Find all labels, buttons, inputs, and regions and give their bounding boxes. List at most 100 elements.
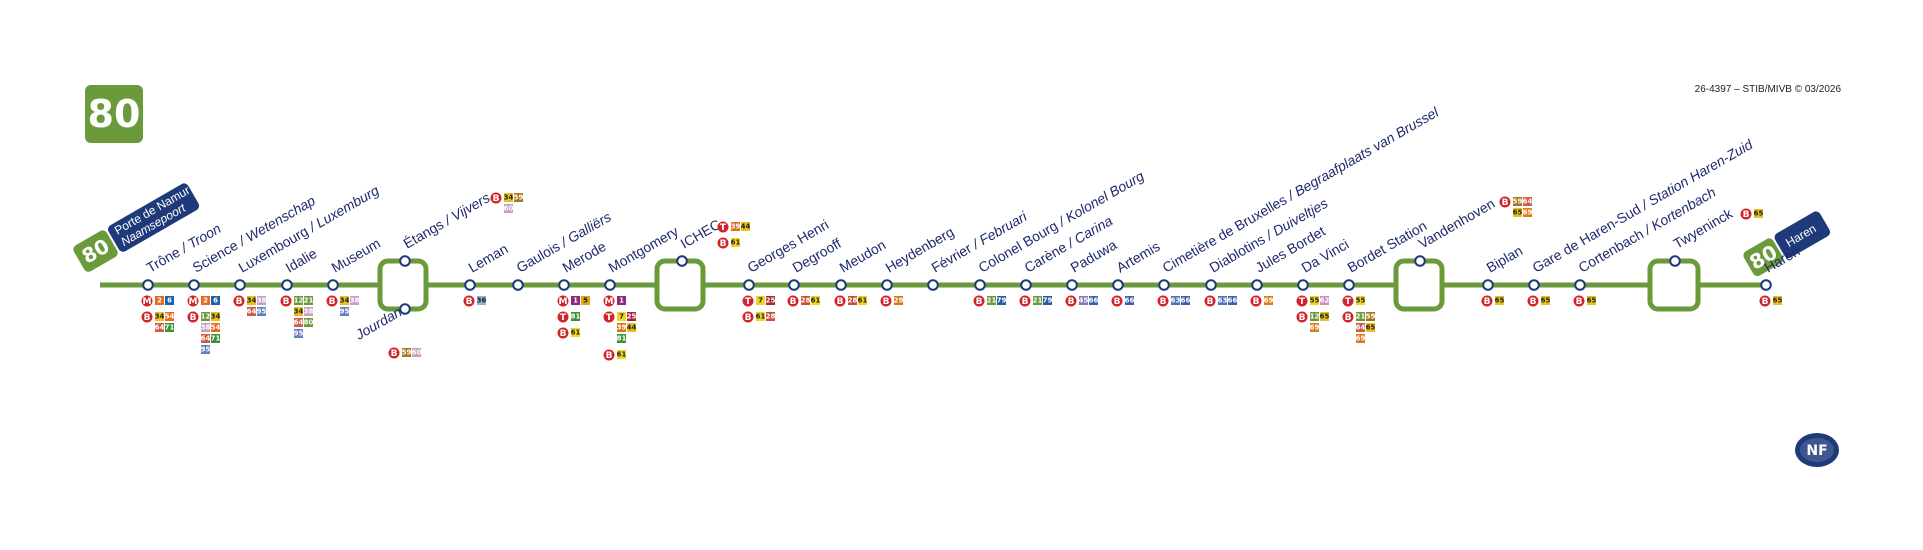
line-chip-7	[617, 312, 626, 321]
mode-M-marker	[557, 295, 569, 307]
stop-dot-luxembourg[interactable]	[234, 279, 246, 291]
mode-T-label: T	[1299, 297, 1306, 307]
line-chip-61	[756, 312, 765, 321]
stop-dot-twyeninck[interactable]	[1669, 255, 1681, 267]
mode-B-marker	[1111, 295, 1123, 307]
mode-B-marker	[326, 295, 338, 307]
stop-dot-harensud[interactable]	[1528, 279, 1540, 291]
line-chip-21	[1033, 296, 1042, 305]
line-chip-label: 95	[257, 308, 267, 316]
line-chip-34	[294, 307, 303, 316]
stop-dot-fevrier[interactable]	[927, 279, 939, 291]
stop-dot-cimetiere[interactable]	[1158, 279, 1170, 291]
line-chip-61	[731, 238, 740, 247]
stop-dot-julesbordet[interactable]	[1251, 279, 1263, 291]
line-chip-34	[247, 296, 256, 305]
line-chip-65	[1587, 296, 1596, 305]
stop-dot-trone[interactable]	[142, 279, 154, 291]
line-chip-1	[617, 296, 626, 305]
line-chip-64	[201, 334, 210, 343]
mode-B-label: B	[720, 239, 727, 249]
stop-dot-museum[interactable]	[327, 279, 339, 291]
stop-dot-haren[interactable]	[1760, 279, 1772, 291]
stop-dot-georgeshenri[interactable]	[743, 279, 755, 291]
stop-dot-leman[interactable]	[464, 279, 476, 291]
line-chip-label: 64	[1356, 324, 1366, 332]
line-chip-label: 65	[1773, 297, 1783, 305]
stop-dot-artemis[interactable]	[1112, 279, 1124, 291]
line-chip-61	[858, 296, 867, 305]
stop-name-museum: Museum	[329, 235, 383, 276]
line-chip-label: 69	[1356, 335, 1366, 343]
line-chip-65	[1495, 296, 1504, 305]
line-chip-label: 38	[257, 297, 267, 305]
stop-dot-idalie[interactable]	[281, 279, 293, 291]
mode-T-marker	[1342, 295, 1354, 307]
stop-dot-davinci[interactable]	[1297, 279, 1309, 291]
line-chip-label: 6	[167, 297, 172, 305]
line-chip-2	[155, 296, 164, 305]
mode-B-marker	[603, 349, 615, 361]
line-chip-label: 44	[627, 324, 637, 332]
line-number-badge: 80	[85, 85, 143, 143]
stop-dot-gaulois[interactable]	[512, 279, 524, 291]
stop-dot-colonelbourg[interactable]	[974, 279, 986, 291]
line-chip-95	[257, 307, 266, 316]
mode-B-marker	[1157, 295, 1169, 307]
line-chip-label: 59	[1513, 198, 1523, 206]
terminus-end-number-box	[1743, 238, 1784, 277]
line-chip-label: 64	[247, 308, 257, 316]
stop-dot-montgomery[interactable]	[604, 279, 616, 291]
line-chip-65	[1513, 208, 1522, 217]
stop-dot-diablotins[interactable]	[1205, 279, 1217, 291]
stop-dot-ichec[interactable]	[676, 255, 688, 267]
stop-dot-biplan[interactable]	[1482, 279, 1494, 291]
mode-B-marker	[880, 295, 892, 307]
stop-dot-cortenbach[interactable]	[1574, 279, 1586, 291]
mode-B-marker	[717, 237, 729, 249]
stop-dot-heydenberg[interactable]	[881, 279, 893, 291]
mode-B-label: B	[1207, 297, 1214, 307]
mode-T-marker	[717, 221, 729, 233]
stop-dot-degrooff[interactable]	[788, 279, 800, 291]
line-chip-66	[1125, 296, 1134, 305]
line-chip-59	[1366, 312, 1375, 321]
line-chip-1	[571, 296, 580, 305]
line-chip-label: 95	[201, 346, 211, 354]
line-chip-55	[1356, 296, 1365, 305]
mode-B-label: B	[1345, 313, 1352, 323]
line-chip-label: 55	[1356, 297, 1366, 305]
mode-B-label: B	[1022, 297, 1029, 307]
stop-dot-bordetstation[interactable]	[1343, 279, 1355, 291]
line-chip-label: 59	[514, 194, 524, 202]
line-chip-69	[1356, 334, 1365, 343]
mode-B-label: B	[1502, 198, 1509, 208]
stop-dot-paduwa[interactable]	[1066, 279, 1078, 291]
line-chip-label: 29	[894, 297, 904, 305]
mode-B-marker	[787, 295, 799, 307]
nf-logo-text: NF	[1806, 443, 1827, 459]
stop-dot-vandenhoven[interactable]	[1414, 255, 1426, 267]
line-chip-label: 59	[402, 349, 412, 357]
mode-B-label: B	[493, 194, 500, 204]
mode-T-marker	[603, 311, 615, 323]
line-chip-label: 7	[619, 313, 624, 321]
mode-B-label: B	[1743, 210, 1750, 220]
stop-dot-science[interactable]	[188, 279, 200, 291]
line-chip-label: 63	[1218, 297, 1228, 305]
mode-M-marker	[603, 295, 615, 307]
line-chip-25	[766, 296, 775, 305]
stop-dot-carene[interactable]	[1020, 279, 1032, 291]
line-chip-79	[997, 296, 1006, 305]
stop-dot-etangs[interactable]	[399, 255, 411, 267]
line-chip-79	[1043, 296, 1052, 305]
line-chip-66	[1089, 296, 1098, 305]
line-chip-69	[1523, 208, 1532, 217]
line-chip-21	[987, 296, 996, 305]
line-chip-label: 79	[997, 297, 1007, 305]
stop-dot-meudon[interactable]	[835, 279, 847, 291]
stop-dot-jourdan[interactable]	[399, 303, 411, 315]
stop-dot-merode[interactable]	[558, 279, 570, 291]
line-chip-59	[514, 193, 523, 202]
line-chip-label: 21	[1356, 313, 1366, 321]
